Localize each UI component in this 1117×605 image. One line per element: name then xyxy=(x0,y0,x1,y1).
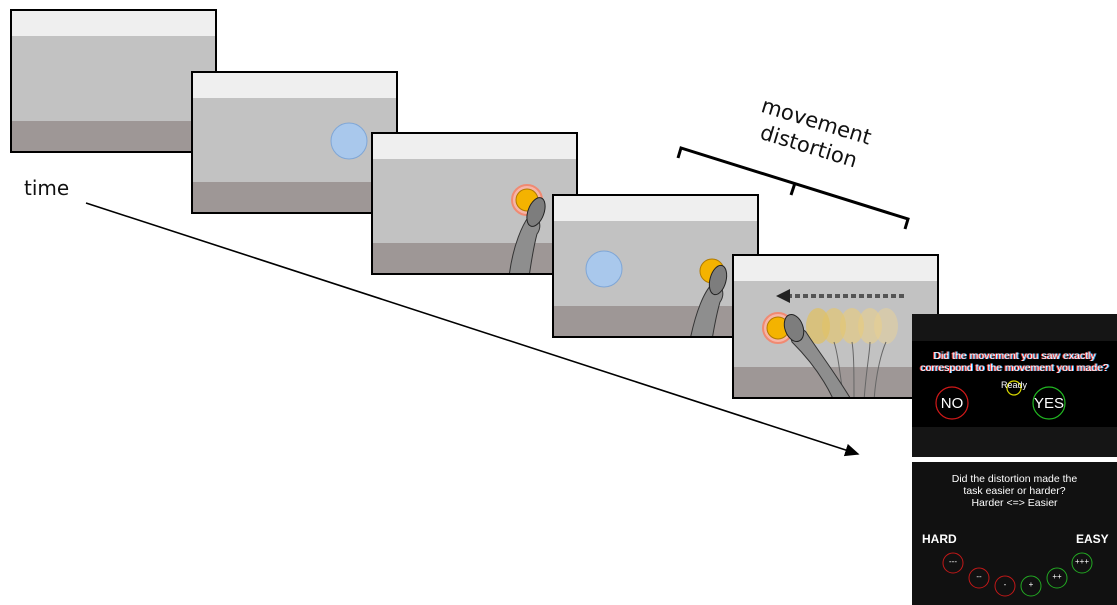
dashed-arrow-head xyxy=(776,289,790,303)
rating-option-3[interactable]: - xyxy=(1003,580,1007,589)
trial-frame-3 xyxy=(371,132,578,275)
rating-circle-1 xyxy=(942,552,964,574)
distortion-scene xyxy=(762,289,904,397)
question-line-2: correspond to the movement you made? xyxy=(920,362,1109,374)
finger-shape xyxy=(690,283,724,336)
frame-top-band xyxy=(12,11,215,36)
yes-button[interactable]: YES xyxy=(1033,395,1064,412)
finger-scene xyxy=(509,184,546,273)
rating-circle-2 xyxy=(968,567,990,589)
rating-scale xyxy=(942,552,1093,597)
frame-bottom-band xyxy=(12,121,215,151)
ready-circle xyxy=(1006,380,1022,396)
rating-circle-5 xyxy=(1046,567,1068,589)
return-scene xyxy=(585,250,728,336)
rating-option-2[interactable]: -- xyxy=(976,572,982,581)
rating-circle-4 xyxy=(1020,575,1042,597)
rating-option-1[interactable]: --- xyxy=(949,557,957,566)
rating-circle-3 xyxy=(994,575,1016,597)
no-circle xyxy=(935,386,969,420)
question-screen-2: Did the distortion made the task easier … xyxy=(912,462,1117,605)
question-screen-1: Did the movement you saw exactly corresp… xyxy=(912,314,1117,457)
rating-option-6[interactable]: +++ xyxy=(1074,557,1089,566)
easy-label: EASY xyxy=(1076,532,1109,546)
yes-circle xyxy=(1032,386,1066,420)
ready-label[interactable]: Ready xyxy=(1000,380,1027,390)
time-label: time xyxy=(24,176,70,200)
frame-bottom-band xyxy=(193,182,396,212)
rating-question-line-2: task easier or harder? xyxy=(963,485,1066,497)
question-line-1: Did the movement you saw exactly xyxy=(933,350,1096,362)
rating-option-4[interactable]: + xyxy=(1028,580,1034,589)
frame-bottom-band xyxy=(373,243,576,273)
screen-content-band xyxy=(912,341,1117,427)
frame-bottom-band xyxy=(554,306,757,336)
blue-target xyxy=(585,250,623,288)
trial-frame-2 xyxy=(191,71,398,214)
blue-target xyxy=(330,122,368,160)
trial-frame-4 xyxy=(552,194,759,338)
trial-frame-5 xyxy=(732,254,939,399)
rating-circle-6 xyxy=(1071,552,1093,574)
target-scene xyxy=(330,122,368,160)
frame-top-band xyxy=(373,134,576,159)
rating-question-line-3: Harder <=> Easier xyxy=(971,497,1058,509)
trial-frame-1 xyxy=(10,9,217,153)
frame-top-band xyxy=(193,73,396,98)
no-button[interactable]: NO xyxy=(940,395,964,412)
frame-top-band xyxy=(734,256,937,281)
hard-label: HARD xyxy=(922,532,957,546)
rating-option-5[interactable]: ++ xyxy=(1052,572,1062,581)
frame-top-band xyxy=(554,196,757,221)
rating-question-line-1: Did the distortion made the xyxy=(951,473,1078,485)
response-circles xyxy=(935,380,1066,420)
